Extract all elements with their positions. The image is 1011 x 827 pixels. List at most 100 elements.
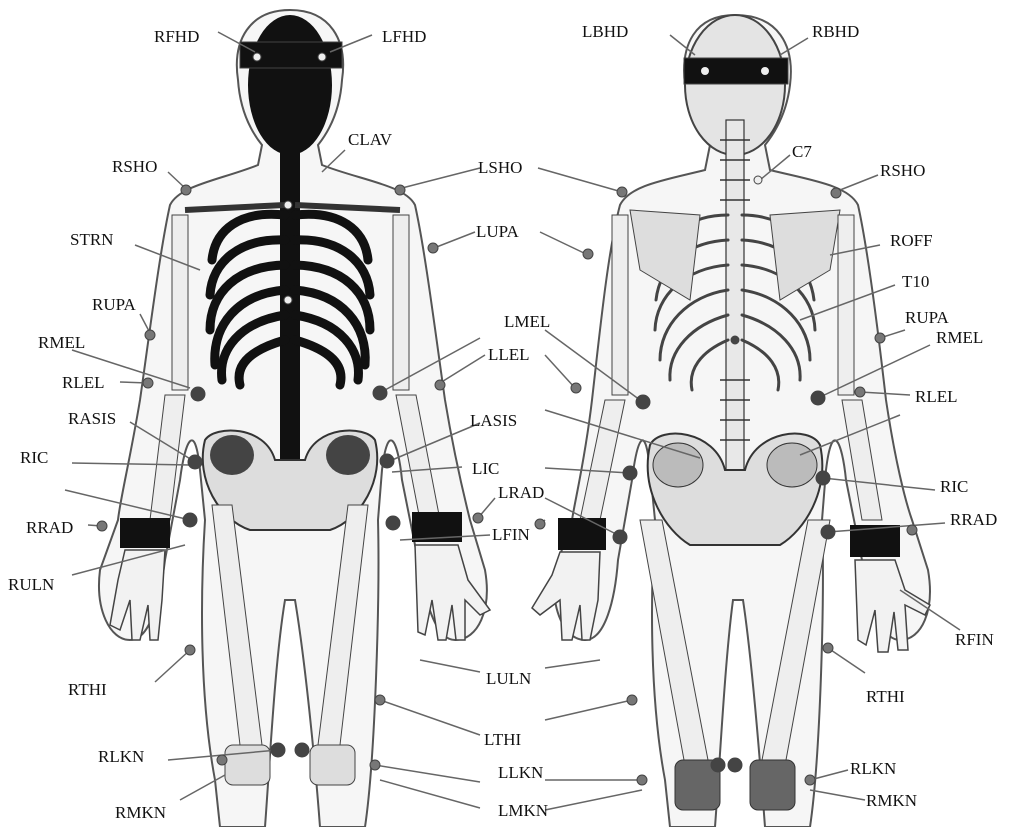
label-front-clav: CLAV xyxy=(348,130,393,149)
marker-front-rsho xyxy=(181,185,191,195)
marker-back-knee-c1 xyxy=(711,758,725,772)
front-iliac-r xyxy=(210,435,254,475)
label-back-rsho: RSHO xyxy=(880,161,925,180)
label-front-lmkn: LMKN xyxy=(498,801,548,820)
label-back-rmel: RMEL xyxy=(936,328,983,347)
label-front-lupa: LUPA xyxy=(476,222,520,241)
marker-front-lic xyxy=(386,516,400,530)
marker-front-llkn xyxy=(370,760,380,770)
marker-front-clav xyxy=(284,201,292,209)
marker-back-rthi xyxy=(823,643,833,653)
front-knee-l xyxy=(310,745,355,785)
marker-front-llel xyxy=(435,380,445,390)
label-back-rbhd: RBHD xyxy=(812,22,859,41)
label-back-t10: T10 xyxy=(902,272,929,291)
marker-back-rmel xyxy=(811,391,825,405)
front-humerus-l xyxy=(393,215,409,390)
marker-back-rlkn xyxy=(805,775,815,785)
marker-front-rrad xyxy=(97,521,107,531)
label-back-ric: RIC xyxy=(940,477,968,496)
front-figure xyxy=(99,10,490,827)
back-humerus-l xyxy=(612,215,628,395)
label-front-lmel: LMEL xyxy=(504,312,550,331)
marker-front-rfhd xyxy=(253,53,261,61)
label-front-rrad: RRAD xyxy=(26,518,73,537)
label-front-rlkn: RLKN xyxy=(98,747,144,766)
marker-front-lsho xyxy=(395,185,405,195)
back-headband xyxy=(684,58,788,84)
marker-back-t10 xyxy=(731,336,739,344)
back-knee-r xyxy=(750,760,795,810)
label-back-rmkn: RMKN xyxy=(866,791,917,810)
label-front-lsho: LSHO xyxy=(478,158,522,177)
front-iliac-l xyxy=(326,435,370,475)
label-back-rfin: RFIN xyxy=(955,630,994,649)
marker-front-rupa xyxy=(145,330,155,340)
back-iliac-r xyxy=(767,443,817,487)
marker-front-knee-c2 xyxy=(295,743,309,757)
marker-back-rrad2 xyxy=(821,525,835,539)
label-front-lasis: LASIS xyxy=(470,411,517,430)
marker-back-lsho xyxy=(617,187,627,197)
marker-front-lrad xyxy=(473,513,483,523)
back-wristband-l xyxy=(558,518,606,550)
marker-front-rlel xyxy=(143,378,153,388)
marker-back-c7 xyxy=(754,176,762,184)
back-headband-marker-l xyxy=(701,67,709,75)
back-hand-l xyxy=(532,552,600,640)
label-back-rlkn: RLKN xyxy=(850,759,896,778)
label-front-llkn: LLKN xyxy=(498,763,543,782)
marker-front-knee-c1 xyxy=(271,743,285,757)
marker-front-lupa xyxy=(428,243,438,253)
marker-front-lthi xyxy=(375,695,385,705)
marker-back-rupa xyxy=(875,333,885,343)
label-front-rasis: RASIS xyxy=(68,409,116,428)
marker-front-lfhd xyxy=(318,53,326,61)
marker-front-rmel xyxy=(191,387,205,401)
label-back-rthi: RTHI xyxy=(866,687,905,706)
marker-front-rthi xyxy=(185,645,195,655)
label-front-rmkn: RMKN xyxy=(115,803,166,822)
marker-front-strn xyxy=(284,296,292,304)
marker-front-lasis xyxy=(380,454,394,468)
label-front-strn: STRN xyxy=(70,230,113,249)
label-front-lfhd: LFHD xyxy=(382,27,426,46)
back-headband-marker-r xyxy=(761,67,769,75)
marker-back-ric xyxy=(816,471,830,485)
label-back-rlel: RLEL xyxy=(915,387,958,406)
marker-back-lmel xyxy=(636,395,650,409)
marker-back-lrad2 xyxy=(613,530,627,544)
marker-back-lrad xyxy=(535,519,545,529)
label-front-rlel: RLEL xyxy=(62,373,105,392)
label-back-roff: ROFF xyxy=(890,231,933,250)
label-front-lthi: LTHI xyxy=(484,730,521,749)
label-front-lrad: LRAD xyxy=(498,483,544,502)
label-front-lic: LIC xyxy=(472,459,499,478)
marker-back-lthi xyxy=(627,695,637,705)
label-front-lfin: LFIN xyxy=(492,525,530,544)
label-back-c7: C7 xyxy=(792,142,812,161)
label-front-rsho: RSHO xyxy=(112,157,157,176)
front-wristband-r xyxy=(120,518,170,548)
back-iliac-l xyxy=(653,443,703,487)
label-front-runl: RULN xyxy=(8,575,54,594)
label-front-rmel: RMEL xyxy=(38,333,85,352)
label-back-rupa: RUPA xyxy=(905,308,950,327)
label-front-llel: LLEL xyxy=(488,345,530,364)
marker-back-llel xyxy=(571,383,581,393)
label-front-rfhd: RFHD xyxy=(154,27,199,46)
marker-back-lic xyxy=(623,466,637,480)
label-front-ric: RIC xyxy=(20,448,48,467)
marker-back-rrad xyxy=(907,525,917,535)
front-humerus-r xyxy=(172,215,188,390)
marker-front-ric xyxy=(183,513,197,527)
marker-back-knee-c2 xyxy=(728,758,742,772)
marker-front-rlkn xyxy=(217,755,227,765)
label-front-luln: LULN xyxy=(486,669,531,688)
label-front-rthi: RTHI xyxy=(68,680,107,699)
label-back-lbhd: LBHD xyxy=(582,22,628,41)
marker-back-rlel xyxy=(855,387,865,397)
marker-back-rsho xyxy=(831,188,841,198)
marker-front-rasis xyxy=(188,455,202,469)
marker-back-llkn xyxy=(637,775,647,785)
